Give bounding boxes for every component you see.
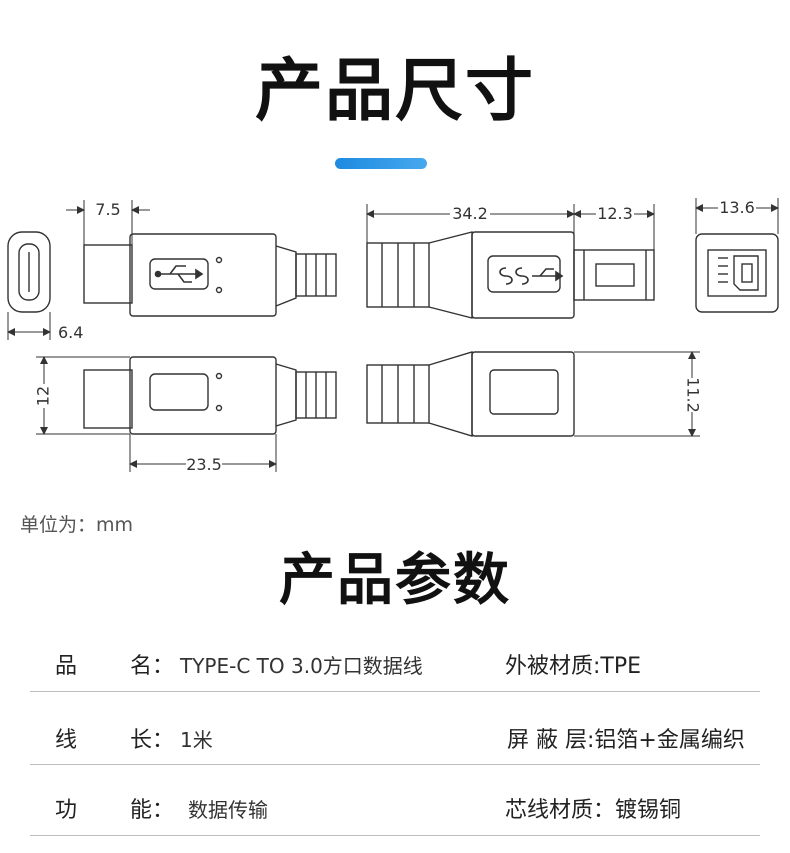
param-row-function: 功 能： 数据传输 芯线材质：镀锡铜 <box>0 776 790 836</box>
param-row-name: 品 名： TYPE-C TO 3.0方口数据线 外被材质:TPE <box>0 632 790 692</box>
dim-label-34-2: 34.2 <box>452 204 488 223</box>
param-label-char1: 线 <box>55 728 78 753</box>
typec-end-view <box>7 231 51 313</box>
page-title: 产品尺寸 <box>254 52 535 131</box>
param-right: 芯线材质：镀锡铜 <box>505 798 682 823</box>
dim-label-6-4: 6.4 <box>58 323 83 342</box>
row-divider <box>30 764 760 765</box>
param-row-length: 线 长： 1米 屏 蔽 层:铝箔+金属编织 <box>0 706 790 766</box>
dim-label-23-5: 23.5 <box>186 455 222 474</box>
row-divider <box>30 691 760 692</box>
usb-b-body-side <box>471 351 575 437</box>
unit-label: 单位为：mm <box>20 514 134 536</box>
dimension-drawing: 7.5 6.4 12 23.5 34.2 12.3 13.6 11.2 <box>7 198 779 474</box>
params-title: 产品参数 <box>279 548 511 613</box>
typec-plug-tip <box>83 244 133 304</box>
param-value: TYPE-C TO 3.0方口数据线 <box>180 654 423 678</box>
row-divider <box>30 835 760 836</box>
typec-plug-side <box>83 369 133 429</box>
dim-label-12: 12 <box>34 386 53 406</box>
param-label-char1: 功 <box>55 798 78 823</box>
usb-b-end-view <box>695 233 779 313</box>
dim-label-11-2: 11.2 <box>684 377 703 413</box>
title-underline-accent <box>335 158 427 169</box>
param-label-char2: 名： <box>130 654 175 679</box>
usb-ss-logo-icon <box>499 267 564 285</box>
param-value: 1米 <box>180 728 213 752</box>
typec-body-top <box>129 233 277 317</box>
dim-label-12-3: 12.3 <box>597 204 633 223</box>
param-label-char1: 品 <box>55 654 78 679</box>
usb-b-plug-tip <box>573 249 655 301</box>
dim-label-13-6: 13.6 <box>719 198 755 217</box>
param-label-char2: 长： <box>130 728 175 753</box>
param-right: 外被材质:TPE <box>505 654 642 679</box>
param-right: 屏 蔽 层:铝箔+金属编织 <box>507 728 745 753</box>
usb-logo-icon <box>154 265 204 283</box>
dim-label-7-5: 7.5 <box>95 200 120 219</box>
param-value: 数据传输 <box>188 798 268 822</box>
param-label-char2: 能： <box>130 798 175 823</box>
